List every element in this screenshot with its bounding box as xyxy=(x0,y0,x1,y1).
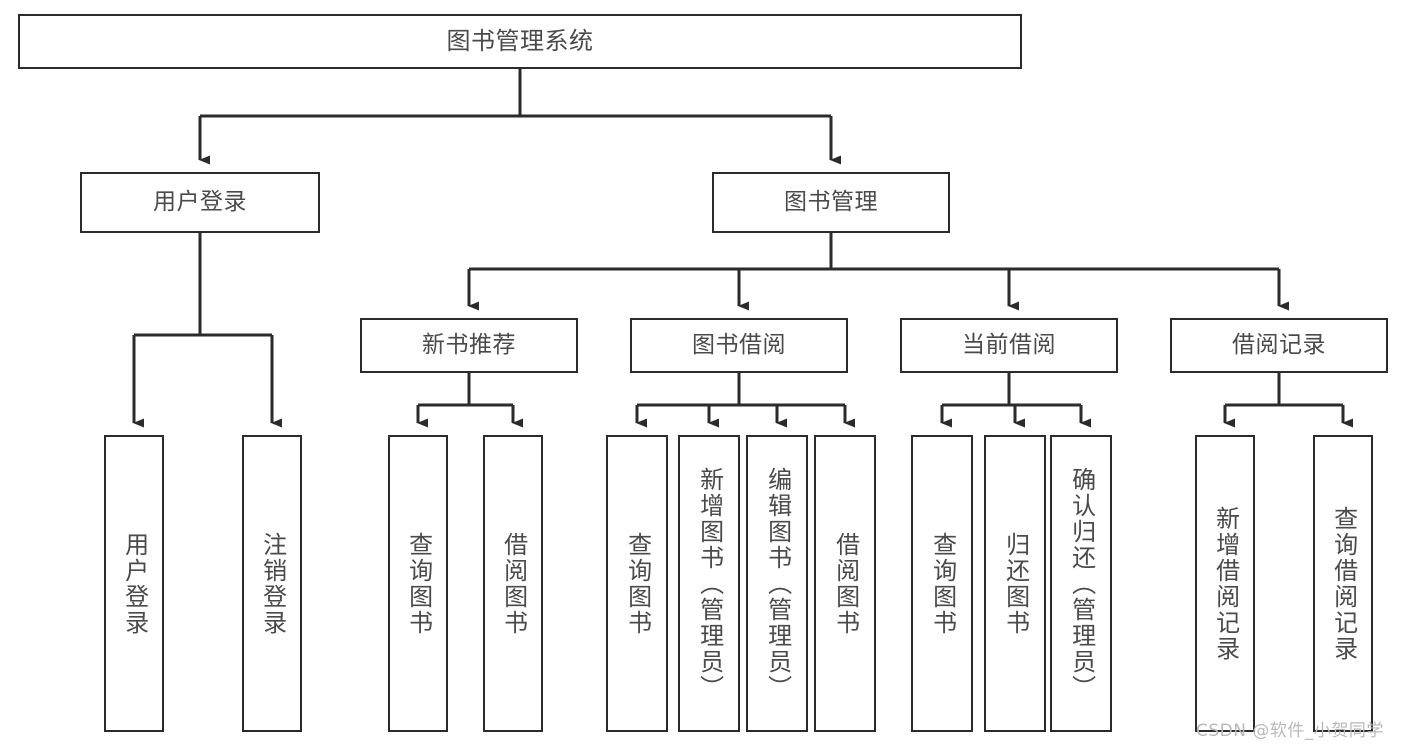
node-root-root[interactable]: 图书管理系统 xyxy=(18,14,1022,69)
node-leaf-query-book-2[interactable]: 查询图书 xyxy=(606,435,668,732)
node-user-login[interactable]: 用户登录 xyxy=(80,172,320,233)
node-leaf-return-book[interactable]: 归还图书 xyxy=(984,435,1046,732)
node-label: 查询图书 xyxy=(404,531,433,636)
node-label: 当前借阅 xyxy=(962,331,1056,358)
node-current-borrow[interactable]: 当前借阅 xyxy=(900,318,1118,373)
node-label: 注销登录 xyxy=(258,531,287,636)
node-label: 查询借阅记录 xyxy=(1329,505,1358,662)
node-label: 新增借阅记录 xyxy=(1211,505,1240,662)
node-new-book-recommend[interactable]: 新书推荐 xyxy=(360,318,578,373)
node-leaf-borrow-book-1[interactable]: 借阅图书 xyxy=(483,435,543,732)
node-leaf-edit-book[interactable]: 编辑图书（管理员） xyxy=(746,435,808,732)
node-label: 图书管理 xyxy=(784,188,878,215)
node-book-borrow[interactable]: 图书借阅 xyxy=(630,318,848,373)
node-label: 编辑图书（管理员） xyxy=(763,466,792,701)
node-leaf-add-book[interactable]: 新增图书（管理员） xyxy=(678,435,740,732)
node-label: 新书推荐 xyxy=(422,331,516,358)
node-label: 查询图书 xyxy=(928,531,957,636)
node-label: 用户登录 xyxy=(120,531,149,636)
node-label: 查询图书 xyxy=(623,531,652,636)
node-label: 借阅记录 xyxy=(1232,331,1326,358)
node-label: 新增图书（管理员） xyxy=(695,466,724,701)
node-label: 图书借阅 xyxy=(692,331,786,358)
node-label: 借阅图书 xyxy=(831,531,860,636)
node-leaf-borrow-book-2[interactable]: 借阅图书 xyxy=(814,435,876,732)
node-label: 图书管理系统 xyxy=(446,27,594,56)
node-label: 确认归还（管理员） xyxy=(1067,466,1096,701)
node-leaf-query-book-3[interactable]: 查询图书 xyxy=(911,435,973,732)
node-leaf-add-borrow-record[interactable]: 新增借阅记录 xyxy=(1195,435,1255,732)
node-leaf-query-book-1[interactable]: 查询图书 xyxy=(388,435,448,732)
node-label: 借阅图书 xyxy=(499,531,528,636)
node-leaf-user-login[interactable]: 用户登录 xyxy=(104,435,164,732)
node-label: 归还图书 xyxy=(1001,531,1030,636)
node-leaf-query-borrow-record[interactable]: 查询借阅记录 xyxy=(1313,435,1373,732)
node-leaf-logout[interactable]: 注销登录 xyxy=(242,435,302,732)
node-leaf-confirm-return[interactable]: 确认归还（管理员） xyxy=(1050,435,1112,732)
csdn-watermark: CSDN @软件_小贺同学 xyxy=(1196,721,1384,741)
node-label: 用户登录 xyxy=(153,188,247,215)
node-borrow-record[interactable]: 借阅记录 xyxy=(1170,318,1388,373)
node-book-manage[interactable]: 图书管理 xyxy=(712,172,950,233)
